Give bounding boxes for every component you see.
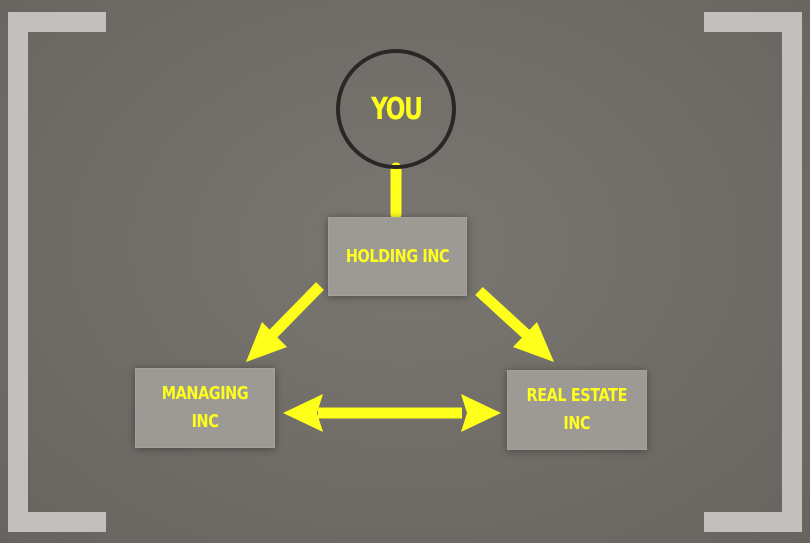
right-bracket xyxy=(704,12,802,532)
holding-to-realestate-arrow xyxy=(475,286,554,362)
holding-to-managing-arrow xyxy=(246,282,324,362)
managing-inc-label: MANAGING INC xyxy=(161,383,249,432)
managing-realestate-double-arrow xyxy=(283,394,501,432)
real-estate-inc-node: REAL ESTATE INC xyxy=(507,370,647,450)
holding-inc-node: HOLDING INC xyxy=(328,217,467,296)
left-bracket xyxy=(8,12,106,532)
managing-inc-node: MANAGING INC xyxy=(135,368,275,448)
you-label: YOU xyxy=(370,91,423,127)
you-node: YOU xyxy=(336,49,456,169)
holding-inc-label: HOLDING INC xyxy=(345,245,450,267)
real-estate-inc-label: REAL ESTATE INC xyxy=(526,385,628,434)
